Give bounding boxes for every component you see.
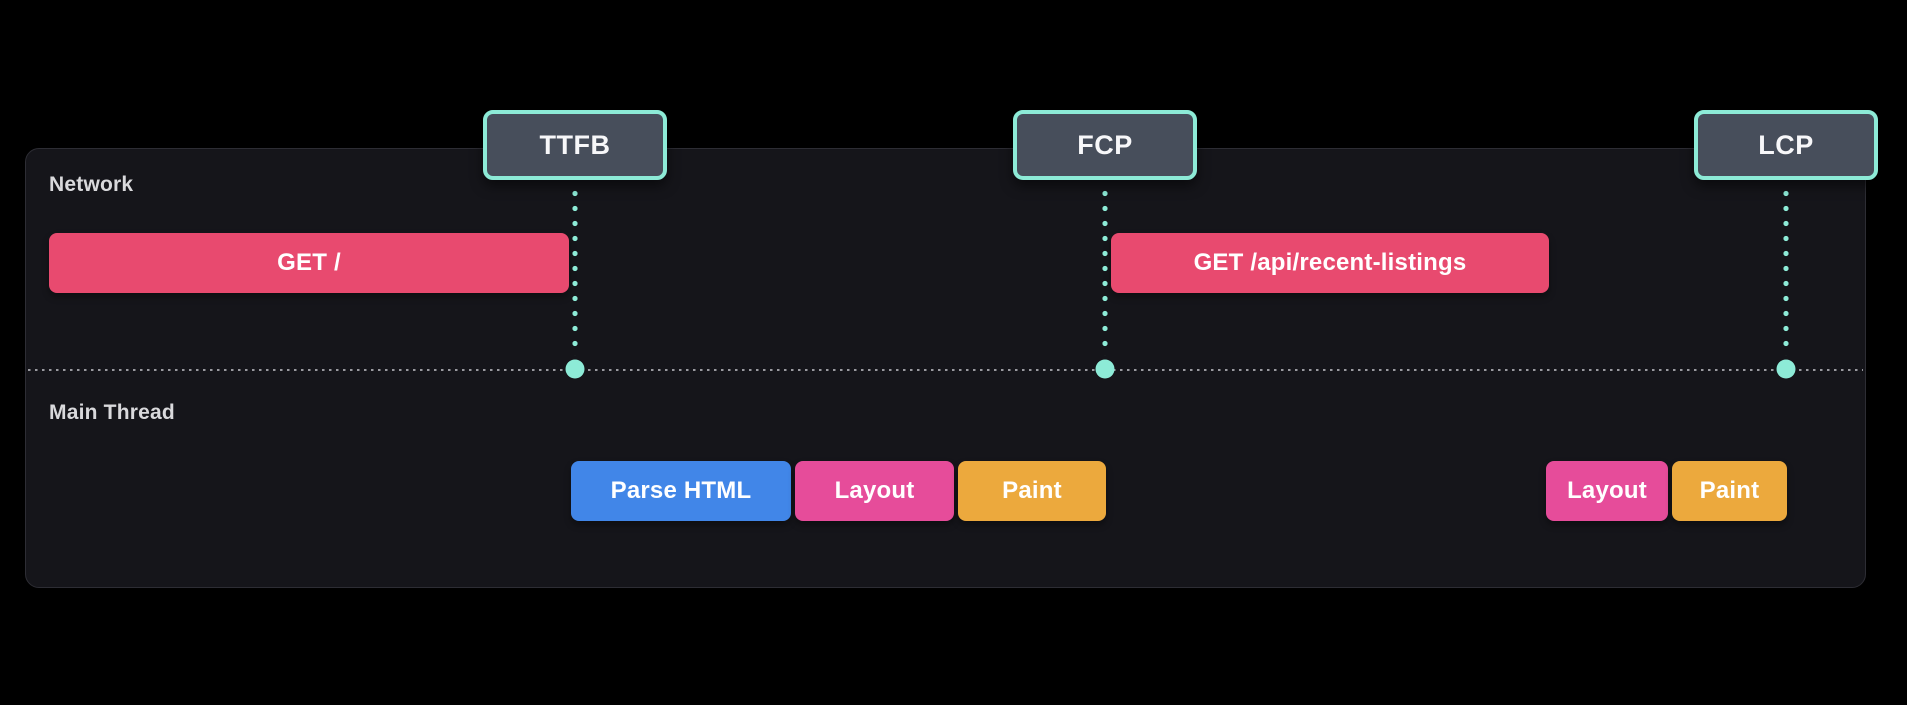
lane-label-main-thread: Main Thread: [49, 401, 175, 424]
network-bar-get-root: GET /: [49, 233, 569, 293]
marker-lcp-guide-line: [1783, 184, 1789, 356]
marker-fcp-anchor-dot: [1095, 359, 1115, 379]
marker-lcp-label: LCP: [1758, 129, 1814, 160]
marker-ttfb: TTFB: [483, 110, 667, 180]
main-thread-bar-paint-2: Paint: [1672, 461, 1787, 521]
lane-label-network: Network: [49, 173, 134, 196]
main-thread-bar-parse-html: Parse HTML: [571, 461, 791, 521]
main-thread-bar-paint-1: Paint: [958, 461, 1106, 521]
network-bar-get-api-recent-listings: GET /api/recent-listings: [1111, 233, 1549, 293]
marker-lcp-anchor-dot: [1776, 359, 1796, 379]
marker-fcp-label: FCP: [1077, 129, 1133, 160]
main-thread-bar-layout-2: Layout: [1546, 461, 1668, 521]
marker-fcp: FCP: [1013, 110, 1197, 180]
marker-ttfb-guide-line: [572, 184, 578, 356]
marker-fcp-guide-line: [1102, 184, 1108, 356]
marker-ttfb-label: TTFB: [539, 129, 611, 160]
timeline-panel: Network GET / GET /api/recent-listings M…: [25, 148, 1866, 588]
main-thread-bar-layout-1: Layout: [795, 461, 954, 521]
marker-ttfb-anchor-dot: [565, 359, 585, 379]
lane-divider-dotted-line: [28, 369, 1863, 371]
marker-lcp: LCP: [1694, 110, 1878, 180]
